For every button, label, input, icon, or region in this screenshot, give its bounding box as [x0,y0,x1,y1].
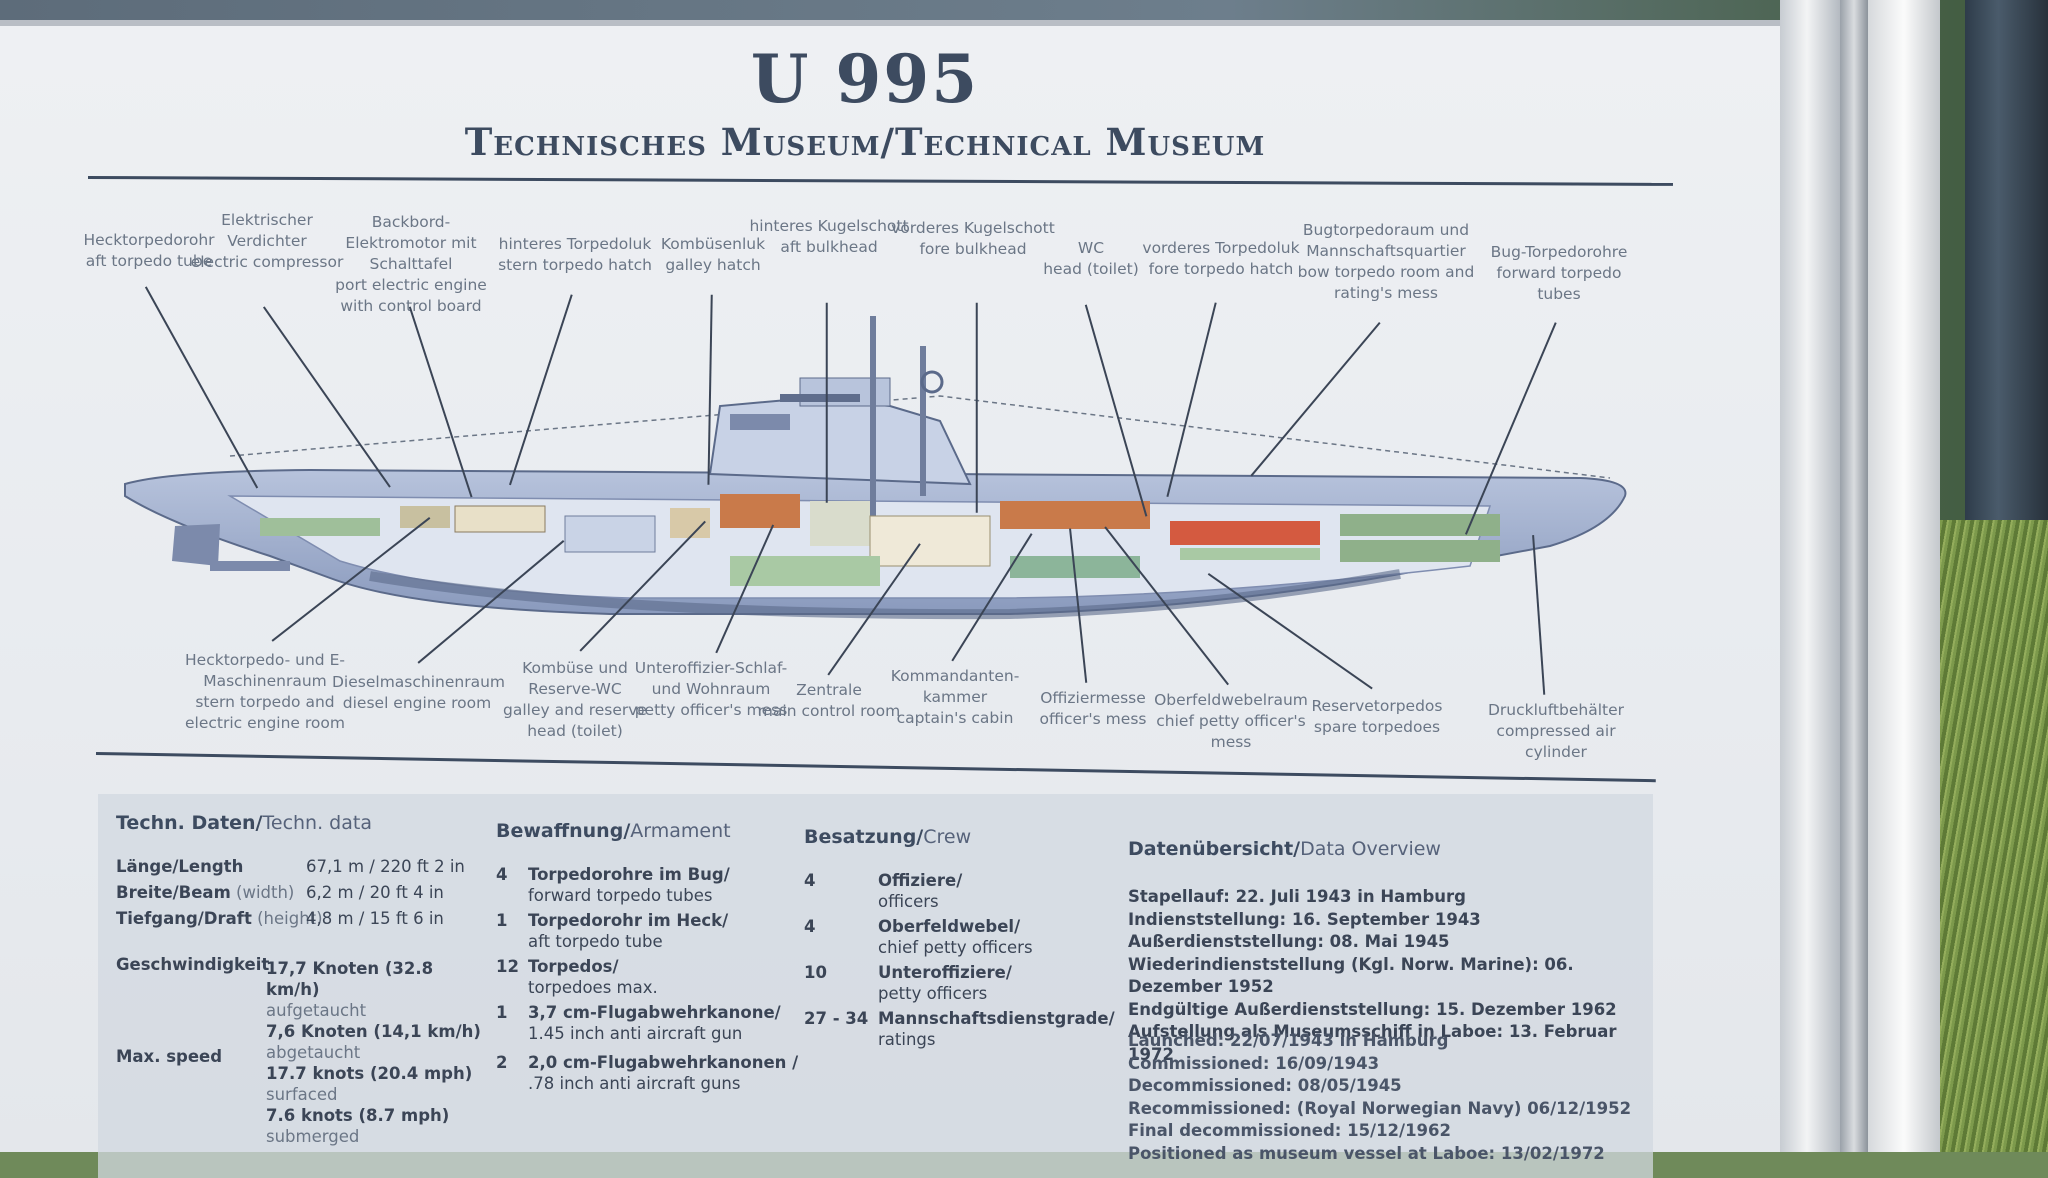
tech-speed-label: Geschwindigkeit [116,955,270,974]
frame-post [1868,0,1940,1152]
tech-heading: Techn. Daten/Techn. data [116,812,372,834]
tech-beam: Breite/Beam (width)6,2 m / 20 ft 4 in [116,883,444,902]
sign-title: U 995 [750,40,980,118]
tech-draft: Tiefgang/Draft (height)4,8 m / 15 ft 6 i… [116,909,444,928]
bottom-divider [95,752,1656,783]
tech-max-speed-label: Max. speed [116,1047,223,1066]
background-pipe [1965,0,2048,560]
overview-heading: Datenübersicht/Data Overview [1128,838,1441,860]
top-divider [87,176,1673,186]
tech-speed-values: 17,7 Knoten (32.8 km/h) aufgetaucht 7,6 … [266,959,481,1146]
frame-post [1780,0,1840,1152]
grass [1940,520,2048,1152]
crew-heading: Besatzung/Crew [804,826,972,848]
sign-subtitle: Technisches Museum/Technical Museum [464,120,1266,164]
overview-en-lines: Launched: 22/07/1943 in Hamburg Commissi… [1128,1031,1632,1163]
submarine-cutaway-drawing [124,316,1627,620]
leader-line [976,302,978,513]
overview-de-lines: Stapellauf: 22. Juli 1943 in Hamburg Ind… [1128,887,1617,1064]
armament-heading: Bewaffnung/Armament [496,820,731,842]
frame-post [1840,0,1868,1152]
leader-line [826,302,828,503]
sign-board: U 995 Technisches Museum/Technical Museu… [0,20,1785,1178]
